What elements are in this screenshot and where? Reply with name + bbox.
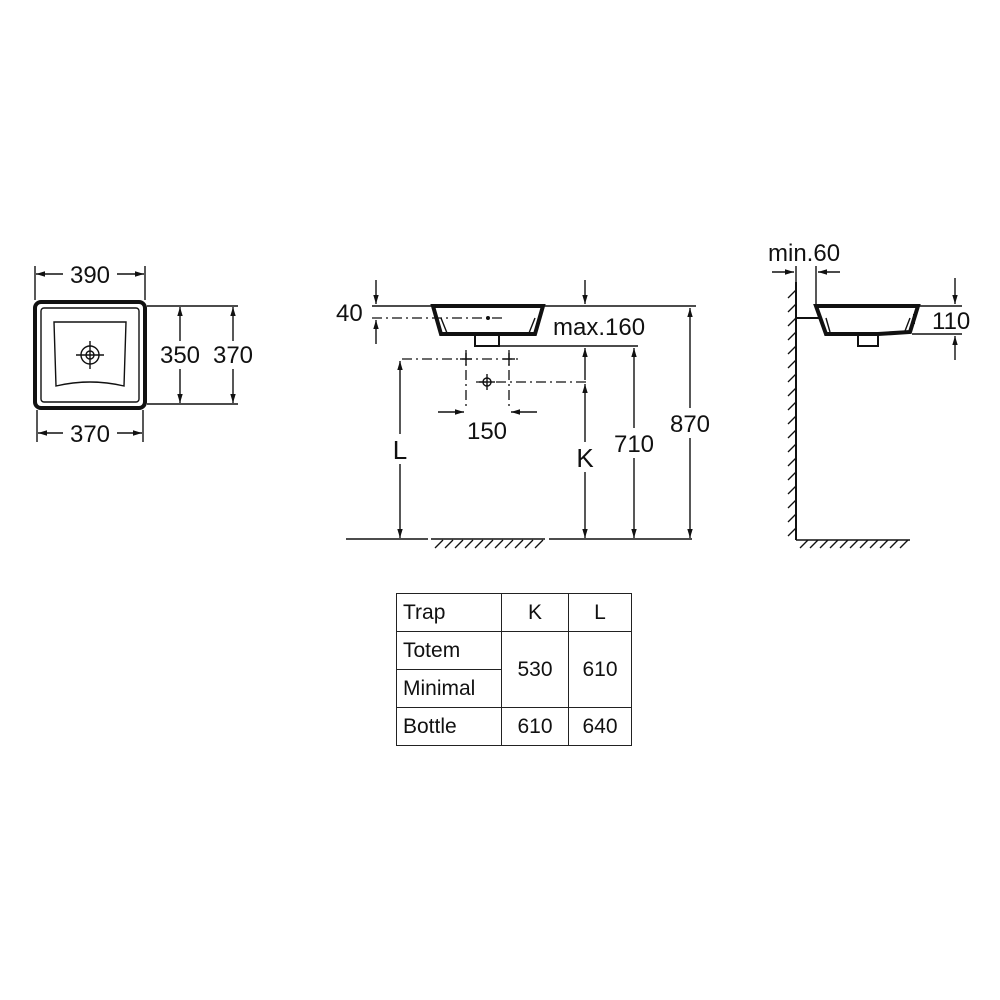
l-value: 640: [568, 707, 632, 746]
dim-max-160: max.160: [553, 314, 645, 341]
k-value: 610: [501, 707, 569, 746]
trap-name: Totem: [396, 631, 502, 670]
wall-hatch: [787, 289, 797, 537]
table-row: Totem 530 610: [396, 631, 632, 708]
trap-outlet-icon: [479, 374, 495, 390]
basin-outline-outer: [33, 300, 147, 410]
header-trap: Trap: [396, 593, 502, 632]
table-header-row: Trap K L: [396, 593, 632, 632]
side-drain-outlet: [857, 333, 879, 347]
top-view: 390 370 350 370: [33, 260, 258, 448]
dim-710: 710: [614, 431, 654, 458]
front-view: 40 max.160 150 L K: [336, 280, 717, 549]
dim-40: 40: [336, 300, 363, 327]
basin-side-section: [813, 304, 921, 336]
k-value: 530: [501, 631, 569, 708]
tap-hole-right-icon: [503, 353, 515, 365]
dim-870: 870: [670, 411, 710, 438]
side-view: min.60 110: [766, 240, 978, 549]
drain-icon: [76, 341, 104, 369]
trap-name: Minimal: [396, 669, 502, 708]
dim-370-depth: 370: [213, 342, 253, 369]
side-floor-hatch: [799, 539, 909, 549]
dim-350: 350: [160, 342, 200, 369]
basin-outline-inner: [40, 307, 140, 403]
trap-name: Bottle: [396, 707, 502, 746]
table-row: Bottle 610 640: [396, 707, 632, 746]
header-l: L: [568, 593, 632, 632]
bowl-contour: [53, 321, 127, 387]
trap-table: Trap K L Totem 530 610 Minimal Bottle 61…: [396, 593, 632, 746]
header-k: K: [501, 593, 569, 632]
l-value: 610: [568, 631, 632, 708]
tap-hole-left-icon: [460, 353, 472, 365]
drain-outlet: [474, 333, 500, 347]
dim-370-width: 370: [70, 421, 110, 448]
floor-hatch: [434, 539, 544, 549]
dim-label-k: K: [576, 443, 594, 473]
dim-110: 110: [932, 308, 970, 335]
dim-min-60: min.60: [768, 240, 840, 267]
dim-150: 150: [467, 418, 507, 445]
dim-label-l: L: [393, 435, 407, 465]
table-row: Minimal: [396, 669, 632, 708]
dim-390: 390: [70, 262, 110, 289]
